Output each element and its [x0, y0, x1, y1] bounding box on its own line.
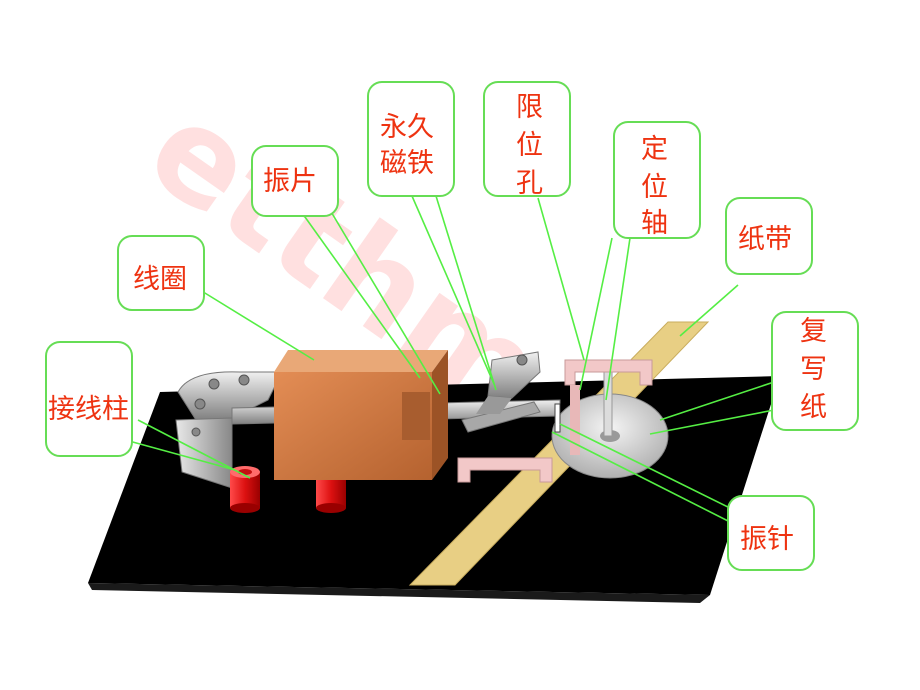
callout-needle [727, 495, 815, 571]
callout-magnet [367, 81, 455, 197]
label-carbon-2: 写 [800, 354, 827, 385]
callout-binding-post [45, 341, 133, 457]
limit-hole-guide [457, 359, 653, 483]
label-limit-hole-2: 位 [516, 130, 543, 161]
label-magnet-line2: 磁铁 [380, 148, 434, 179]
permanent-magnet [461, 351, 541, 433]
leader-lines [117, 195, 775, 527]
label-reed: 振片 [263, 166, 317, 197]
label-magnet-line1: 永久 [380, 112, 434, 143]
label-paper-tape: 纸带 [738, 224, 792, 255]
callout-coil [117, 235, 205, 311]
label-axle-2: 位 [641, 172, 668, 203]
label-axle-1: 定 [641, 134, 668, 165]
label-axle-3: 轴 [641, 208, 668, 239]
callout-paper-tape [725, 197, 813, 275]
label-limit-hole-1: 限 [516, 92, 543, 123]
callout-axle [613, 121, 701, 239]
label-needle: 振针 [740, 524, 794, 555]
label-carbon-3: 纸 [800, 392, 827, 423]
label-carbon-1: 复 [800, 316, 827, 347]
binding-post-left [230, 466, 260, 513]
metal-bracket [175, 371, 283, 489]
callout-carbon-paper [771, 311, 859, 431]
vibrating-needle [554, 403, 561, 433]
coil [274, 350, 448, 480]
label-binding-post: 接线柱 [48, 394, 129, 425]
label-limit-hole-3: 孔 [516, 168, 543, 199]
label-coil: 线圈 [133, 264, 187, 295]
callout-limit-hole [483, 81, 571, 197]
callout-reed [251, 145, 339, 217]
